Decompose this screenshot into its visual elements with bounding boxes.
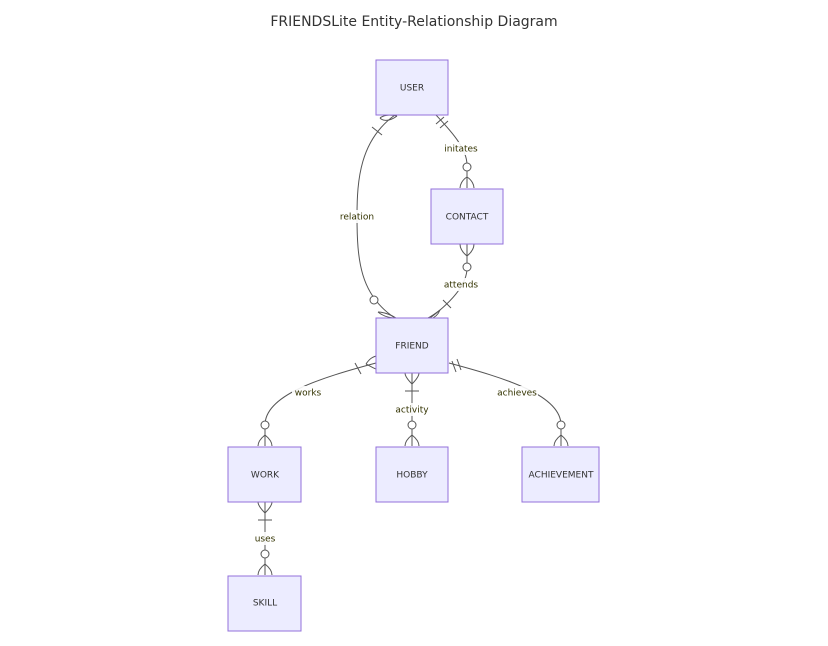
works-work-marker bbox=[257, 420, 273, 447]
uses-work-marker bbox=[257, 501, 273, 521]
entity-user-label: USER bbox=[400, 84, 424, 94]
diagram-title: FRIENDSLite Entity-Relationship Diagram bbox=[270, 14, 558, 30]
uses-skill-marker bbox=[257, 549, 273, 576]
attends-contact-marker bbox=[459, 243, 475, 272]
attends-label: attends bbox=[444, 281, 479, 291]
works-line bbox=[264, 362, 377, 446]
entity-achievement[interactable]: ACHIEVEMENT bbox=[521, 446, 600, 503]
entity-hobby-label: HOBBY bbox=[396, 471, 428, 481]
initates-user-marker bbox=[435, 116, 449, 129]
relation-label: relation bbox=[340, 213, 374, 223]
entity-hobby[interactable]: HOBBY bbox=[375, 446, 449, 503]
initates-contact-marker bbox=[459, 162, 475, 189]
relation-user-marker bbox=[371, 114, 398, 136]
works-label: works bbox=[295, 389, 322, 399]
works-friend-marker bbox=[354, 355, 377, 375]
entity-work-label: WORK bbox=[251, 471, 280, 481]
activity-friend-marker bbox=[404, 372, 420, 392]
achieves-friend-marker bbox=[451, 358, 462, 373]
entity-skill-label: SKILL bbox=[253, 599, 277, 609]
achieves-label: achieves bbox=[497, 389, 537, 399]
entity-friend[interactable]: FRIEND bbox=[375, 317, 449, 374]
relation-friend-marker bbox=[369, 295, 397, 319]
entity-contact-label: CONTACT bbox=[446, 213, 489, 223]
initates-label: initates bbox=[444, 145, 478, 155]
entity-contact[interactable]: CONTACT bbox=[430, 188, 504, 245]
entity-work[interactable]: WORK bbox=[227, 446, 302, 503]
achieves-achievement-marker bbox=[553, 420, 569, 447]
entity-achievement-label: ACHIEVEMENT bbox=[529, 471, 594, 481]
activity-hobby-marker bbox=[404, 420, 420, 447]
activity-label: activity bbox=[395, 406, 429, 416]
uses-label: uses bbox=[255, 535, 276, 545]
entity-friend-label: FRIEND bbox=[395, 342, 429, 352]
achieves-line bbox=[448, 362, 562, 446]
entity-skill[interactable]: SKILL bbox=[227, 575, 302, 632]
entity-user[interactable]: USER bbox=[375, 59, 449, 116]
